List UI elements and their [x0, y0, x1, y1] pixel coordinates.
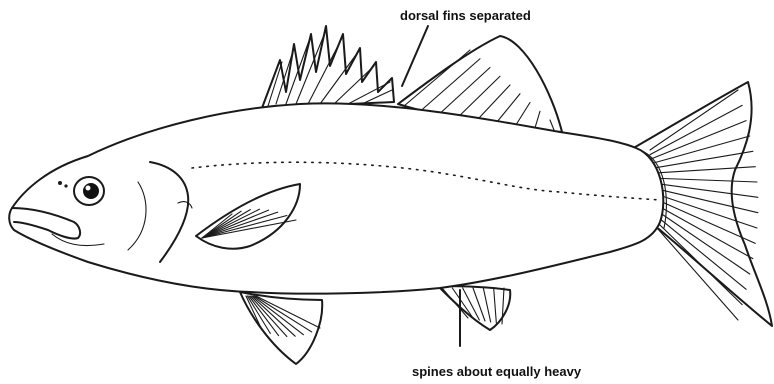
pelvic-fin — [240, 292, 322, 364]
spiny-dorsal-fin — [262, 26, 394, 108]
fish-body — [9, 103, 663, 293]
anal-fin — [438, 286, 510, 330]
nostril-2 — [64, 184, 67, 187]
label-spines-equally-heavy: spines about equally heavy — [412, 364, 582, 379]
dorsal-pointer-line — [402, 26, 428, 86]
eye — [74, 177, 104, 205]
label-dorsal-fins-separated: dorsal fins separated — [400, 8, 531, 23]
nostril — [58, 181, 62, 185]
